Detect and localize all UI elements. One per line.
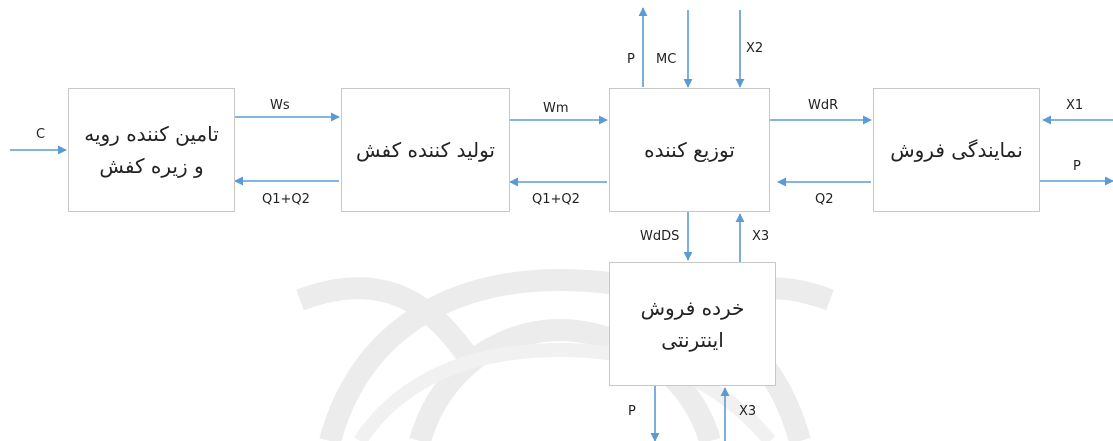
label-q1q2-mid: Q1+Q2 (532, 192, 580, 207)
label-x3-bottom: X3 (739, 404, 757, 419)
distributor-box: توزیع کننده (609, 88, 770, 212)
supplier-box: تامین کننده رویه و زیره کفش (68, 88, 235, 212)
agency-box: نمایندگی فروش (873, 88, 1040, 212)
label-ws: Ws (270, 98, 290, 113)
label-p-top: P (627, 52, 635, 67)
label-wdr: WdR (808, 98, 839, 113)
label-c: C (36, 127, 46, 142)
label-p-bottom: P (628, 404, 636, 419)
label-wdds: WdDS (640, 229, 680, 244)
label-x2: X2 (746, 41, 764, 56)
label-p-right: P (1073, 159, 1081, 174)
online-retail-box: خرده فروش اینترنتی (609, 262, 776, 386)
label-mc: MC (656, 52, 677, 67)
label-q2: Q2 (815, 192, 834, 207)
label-wm: Wm (543, 101, 569, 116)
label-x1: X1 (1066, 98, 1084, 113)
label-x3-mid: X3 (752, 229, 770, 244)
manufacturer-box: تولید کننده کفش (341, 88, 510, 212)
label-q1q2-left: Q1+Q2 (262, 192, 310, 207)
